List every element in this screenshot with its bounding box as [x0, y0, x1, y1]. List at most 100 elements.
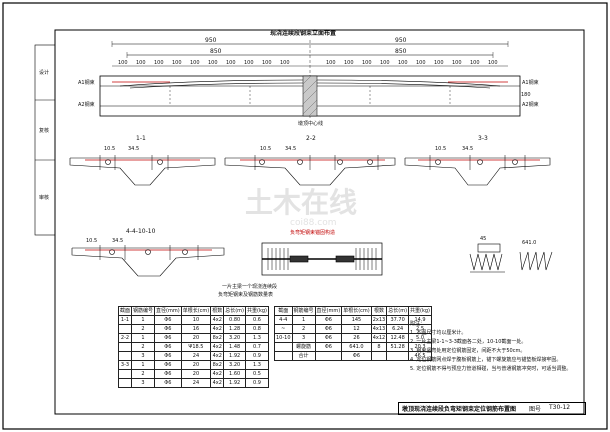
th: 直径(mm) — [314, 306, 343, 316]
watermark: 土木在线 — [245, 186, 358, 219]
label-a2-right: A2钢束 — [522, 102, 539, 108]
th: 直径(mm) — [154, 306, 182, 316]
td: Φ6 — [154, 360, 182, 370]
watermark-url: coi88.com — [290, 218, 337, 228]
sub-dim: 100 — [326, 60, 336, 66]
th: 单根长(cm) — [341, 306, 372, 316]
td: ~ — [274, 324, 293, 334]
anchor-table: 截面 钢筋编号 直径(mm) 单根长(cm) 根数 总长(m) 共重(kg) 4… — [274, 306, 433, 361]
td: Φ6 — [154, 378, 182, 388]
td: Φ6 — [314, 324, 343, 334]
sub-dim: 100 — [262, 60, 272, 66]
td: 2 — [131, 369, 156, 379]
th: 钢筋编号 — [291, 306, 316, 316]
dim-label: 10.5 — [260, 146, 272, 152]
td: 1.92 — [223, 351, 247, 361]
td: 0.5 — [245, 369, 269, 379]
td — [117, 324, 133, 334]
td: 37.70 — [386, 315, 410, 325]
detail-title: 负弯矩钢束锚固构造 — [290, 230, 336, 236]
dim-label: 10.5 — [86, 238, 98, 244]
section-label-4-4: 4-4-10-10 — [126, 228, 156, 235]
td — [386, 351, 410, 361]
section-label-2-2: 2-2 — [306, 135, 316, 142]
sub-dim: 100 — [380, 60, 390, 66]
drawing-number: T30-12 — [549, 404, 571, 411]
td: Φ6 — [154, 342, 182, 352]
section-4-4 — [71, 245, 225, 277]
td: 1-1 — [117, 315, 133, 325]
td: 20 — [180, 369, 212, 379]
sub-dim: 100 — [470, 60, 480, 66]
spiral-detail — [469, 243, 553, 273]
td: Φ6 — [314, 315, 343, 325]
label-a2-left: A2钢束 — [78, 102, 95, 108]
beam-height: 180 — [521, 92, 531, 98]
dim-left-sub: 850 — [210, 48, 222, 55]
td — [117, 351, 133, 361]
section-3-3 — [404, 155, 551, 186]
td: 3-3 — [117, 360, 133, 370]
td: 10-10 — [274, 333, 293, 343]
anchor-detail — [261, 242, 383, 276]
td: 0.8 — [245, 324, 269, 334]
th: 单根长(cm) — [180, 306, 212, 316]
sub-dim: 100 — [398, 60, 408, 66]
td: 1.3 — [245, 360, 269, 370]
td: 12 — [341, 324, 372, 334]
td: 3 — [131, 351, 156, 361]
td: 8 — [370, 342, 388, 352]
td: 4x2 — [210, 342, 225, 352]
th: 根数 — [210, 306, 225, 316]
td: 2-2 — [117, 333, 133, 343]
td: 26 — [341, 333, 372, 343]
section-1-1 — [69, 155, 216, 186]
td: 1.3 — [245, 333, 269, 343]
sidebar-label: 设计 — [39, 70, 50, 76]
td: Φ6 — [154, 369, 182, 379]
td: 4x13 — [370, 324, 388, 334]
th: 共重(kg) — [408, 306, 433, 316]
td: 24 — [180, 378, 212, 388]
td: 12.48 — [386, 333, 410, 343]
td: Φ6 — [154, 324, 182, 334]
dim-label: 34.5 — [128, 146, 140, 152]
td: 1 — [131, 333, 156, 343]
td: 3.20 — [223, 360, 247, 370]
sub-dim: 100 — [208, 60, 218, 66]
drawing-name: 墩顶现浇连续段负弯矩钢束定位钢筋布置图 — [402, 406, 517, 413]
th: 总长(m) — [386, 306, 410, 316]
td: 4x2 — [210, 351, 225, 361]
th: 钢筋编号 — [131, 306, 156, 316]
note-item: 5. 定位钢筋不得与预应力管道相碰，当与普通钢筋冲突时，可适当调整。 — [410, 366, 572, 372]
td: 2x13 — [370, 315, 388, 325]
note-item: 4. 定位钢筋网点焊于腹板钢筋上，锚下螺旋筋应与锚垫板焊接牢固。 — [410, 357, 562, 363]
td: 2 — [291, 324, 316, 334]
td: 8x2 — [210, 360, 225, 370]
td: 8x2 — [210, 333, 225, 343]
spiral-dim-1: 45 — [480, 236, 487, 242]
dim-right-top: 950 — [395, 37, 407, 44]
td: 46.5 — [408, 351, 433, 361]
sub-dim: 100 — [416, 60, 426, 66]
td: Φ6 — [314, 333, 343, 343]
td: 3 — [291, 333, 316, 343]
dim-right-sub: 850 — [395, 48, 407, 55]
th: 共重(kg) — [245, 306, 269, 316]
section-label-3-3: 3-3 — [478, 135, 488, 142]
td: Φ6 — [154, 315, 182, 325]
dim-left-top: 950 — [205, 37, 217, 44]
section-label-1-1: 1-1 — [136, 135, 146, 142]
td: 6.24 — [386, 324, 410, 334]
note-item: 2. 一片主梁1-1~3-3截面各二处，10-10截面一处。 — [410, 339, 527, 345]
dim-label: 10.5 — [435, 146, 447, 152]
td: 4x12 — [370, 333, 388, 343]
td: 3 — [131, 378, 156, 388]
